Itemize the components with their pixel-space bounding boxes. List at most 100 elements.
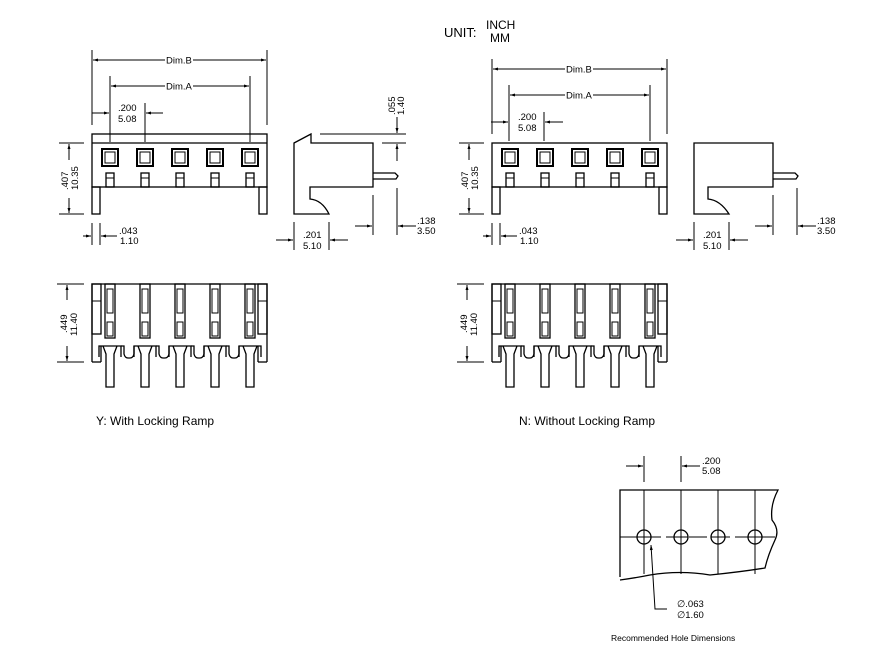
y-contact-latch [105,172,115,188]
y-bottom-terminal [242,345,258,388]
n-depth-mm: 5.10 [703,241,722,252]
n-height-mm: 10.35 [470,166,481,190]
y-peg-inch: .043 [119,226,138,237]
n-peg-inch: .043 [519,226,538,237]
n-contact-window-inner [539,151,551,164]
y-depth-inch: .201 [303,230,322,241]
y-bottom-terminal [137,345,153,388]
pcb-outline [619,489,780,581]
y-dim-a-label: Dim.A [166,82,193,93]
y-pin-mm: 3.50 [417,226,436,237]
y-bottom-slot [139,283,151,339]
y-pitch-inch: .200 [118,103,137,114]
n-bottom-slot [609,283,621,339]
y-contact-window [206,148,224,167]
y-contact-window [171,148,189,167]
y-bottom-slot [209,283,221,339]
n-contact-window [606,148,624,167]
n-contact-window [571,148,589,167]
y-bottom-side-rib [257,283,268,335]
n-contact-latch [610,172,620,188]
y-front-contacts [101,148,259,188]
n-bottom-height-mm: 11.40 [469,313,480,336]
n-depth-inch: .201 [703,230,722,241]
y-bottom-height-mm: 11.40 [69,313,80,336]
y-pitch-mm: 5.08 [118,114,137,125]
n-bottom-height-inch: .449 [459,315,470,334]
y-contact-window [101,148,119,167]
unit-mm: MM [490,31,510,45]
n-bottom-slot [644,283,656,339]
n-bottom-side-rib [491,283,502,335]
y-contact-window-inner [104,151,116,164]
n-bottom-body [491,283,668,362]
hole-pattern-title: Recommended Hole Dimensions [611,633,735,643]
n-side-body [693,142,774,215]
n-bottom-side-rib [657,283,668,335]
y-contact-window-inner [209,151,221,164]
y-depth-mm: 5.10 [303,241,322,252]
n-side-view: .201 5.10 .138 3.50 [676,142,836,252]
y-bottom-terminal [172,345,188,388]
n-bottom-terminal [572,345,588,388]
y-contact-window-inner [244,151,256,164]
y-contact-window-inner [139,151,151,164]
y-contact-window [241,148,259,167]
n-dim-b-label: Dim.B [566,65,592,76]
y-front-view: Dim.B Dim.A .200 5.08 .407 10.35 .043 1.… [59,50,268,247]
y-ramp-inch: .055 [387,97,398,116]
y-side-pin [373,172,399,180]
hole-diameter-inch: ∅.063 [677,599,704,610]
y-contact-latch [245,172,255,188]
y-side-view: .055 1.40 .201 5.10 .138 3.50 [276,97,436,252]
n-bottom-terminal [502,345,518,388]
hole-pitch-inch: .200 [702,456,721,467]
y-dim-b-label: Dim.B [166,56,192,67]
y-bottom-slot [174,283,186,339]
n-caption: N: Without Locking Ramp [519,414,655,428]
n-bottom-terminal [607,345,623,388]
n-pin-mm: 3.50 [817,226,836,237]
y-contact-latch [175,172,185,188]
n-contact-window-inner [609,151,621,164]
y-height-inch: .407 [60,172,71,191]
y-bottom-slot [244,283,256,339]
n-front-peg-left [491,186,501,215]
n-contact-latch [540,172,550,188]
n-bottom-slot [504,283,516,339]
y-height-mm: 10.35 [70,166,81,190]
y-bottom-side-rib [91,283,102,335]
y-caption: Y: With Locking Ramp [96,414,214,428]
y-contact-window-inner [174,151,186,164]
n-contact-latch [575,172,585,188]
y-bottom-view: .449 11.40 [57,283,268,388]
hole-pattern-view: .200 5.08 ∅.063 ∅1.60 Recommended Hole D… [611,456,780,643]
n-contact-window [641,148,659,167]
y-contact-window [136,148,154,167]
y-pin-inch: .138 [417,216,436,227]
n-front-peg-right [658,186,668,215]
n-pitch-mm: 5.08 [518,123,537,134]
n-contact-latch [645,172,655,188]
y-side-body [293,132,374,215]
hole-pitch-mm: 5.08 [702,466,721,477]
y-bottom-slot [104,283,116,339]
hole-diameter-mm: ∅1.60 [677,610,704,621]
n-side-pin [773,172,799,180]
n-contact-window [536,148,554,167]
n-height-inch: .407 [460,172,471,191]
y-peg-mm: 1.10 [120,236,139,247]
unit-legend: UNIT: INCH MM [444,18,515,45]
n-contact-window-inner [644,151,656,164]
y-bottom-terminal [207,345,223,388]
n-contact-latch [505,172,515,188]
n-bottom-view: .449 11.40 [457,283,668,388]
n-contact-window-inner [574,151,586,164]
y-contact-latch [140,172,150,188]
y-bottom-height-inch: .449 [59,315,70,334]
n-contact-window-inner [504,151,516,164]
n-front-view: Dim.B Dim.A .200 5.08 .407 10.35 .043 1.… [459,59,668,247]
n-bottom-slot [539,283,551,339]
n-pin-inch: .138 [817,216,836,227]
